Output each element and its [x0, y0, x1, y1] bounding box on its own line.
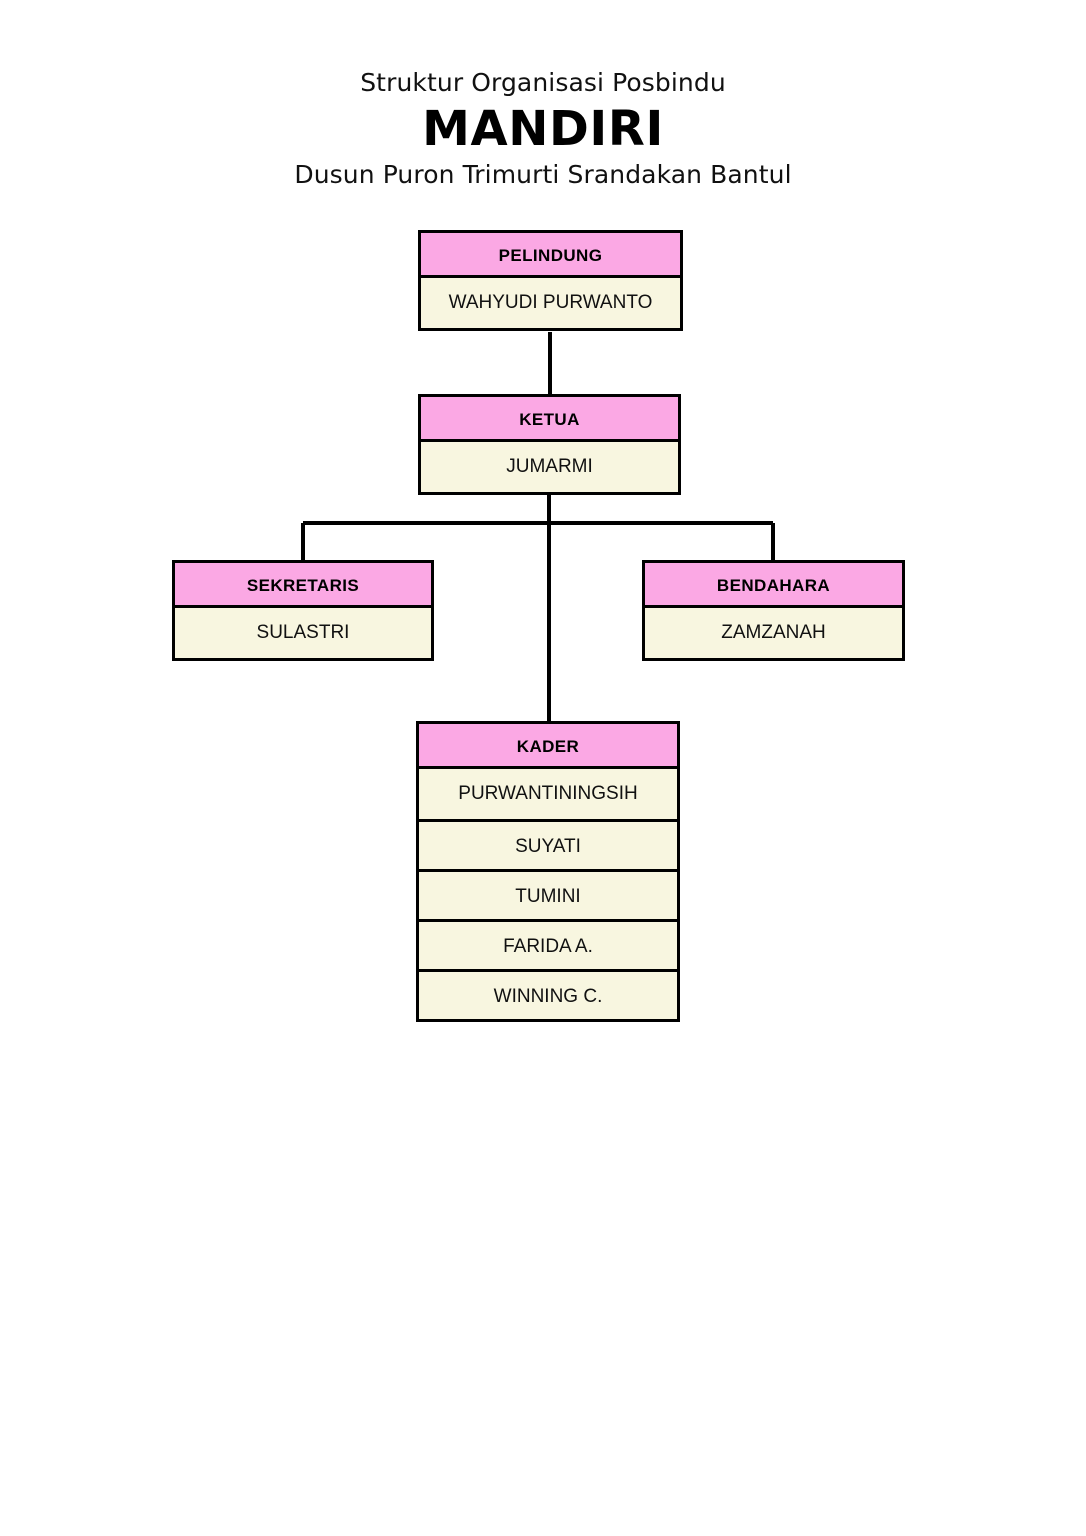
node-kader-role: KADER — [419, 724, 677, 769]
node-sekretaris-member: SULASTRI — [175, 608, 431, 658]
node-pelindung[interactable]: PELINDUNG WAHYUDI PURWANTO — [418, 230, 683, 331]
node-bendahara-member: ZAMZANAH — [645, 608, 902, 658]
node-kader[interactable]: KADER PURWANTININGSIH SUYATI TUMINI FARI… — [416, 721, 680, 1022]
chart-subtitle-top: Struktur Organisasi Posbindu — [360, 68, 726, 97]
chart-title-block: Struktur Organisasi Posbindu MANDIRI Dus… — [0, 66, 1086, 192]
chart-title-main: MANDIRI — [422, 101, 664, 157]
node-kader-member: PURWANTININGSIH — [419, 769, 677, 819]
node-sekretaris-role: SEKRETARIS — [175, 563, 431, 608]
node-kader-member: FARIDA A. — [419, 919, 677, 969]
node-pelindung-member: WAHYUDI PURWANTO — [421, 278, 680, 328]
node-kader-member: WINNING C. — [419, 969, 677, 1019]
node-bendahara-role: BENDAHARA — [645, 563, 902, 608]
node-ketua[interactable]: KETUA JUMARMI — [418, 394, 681, 495]
node-kader-member: SUYATI — [419, 819, 677, 869]
node-ketua-role: KETUA — [421, 397, 678, 442]
node-ketua-member: JUMARMI — [421, 442, 678, 492]
node-pelindung-role: PELINDUNG — [421, 233, 680, 278]
node-kader-member: TUMINI — [419, 869, 677, 919]
chart-location-line: Dusun Puron Trimurti Srandakan Bantul — [294, 160, 792, 189]
node-bendahara[interactable]: BENDAHARA ZAMZANAH — [642, 560, 905, 661]
node-sekretaris[interactable]: SEKRETARIS SULASTRI — [172, 560, 434, 661]
